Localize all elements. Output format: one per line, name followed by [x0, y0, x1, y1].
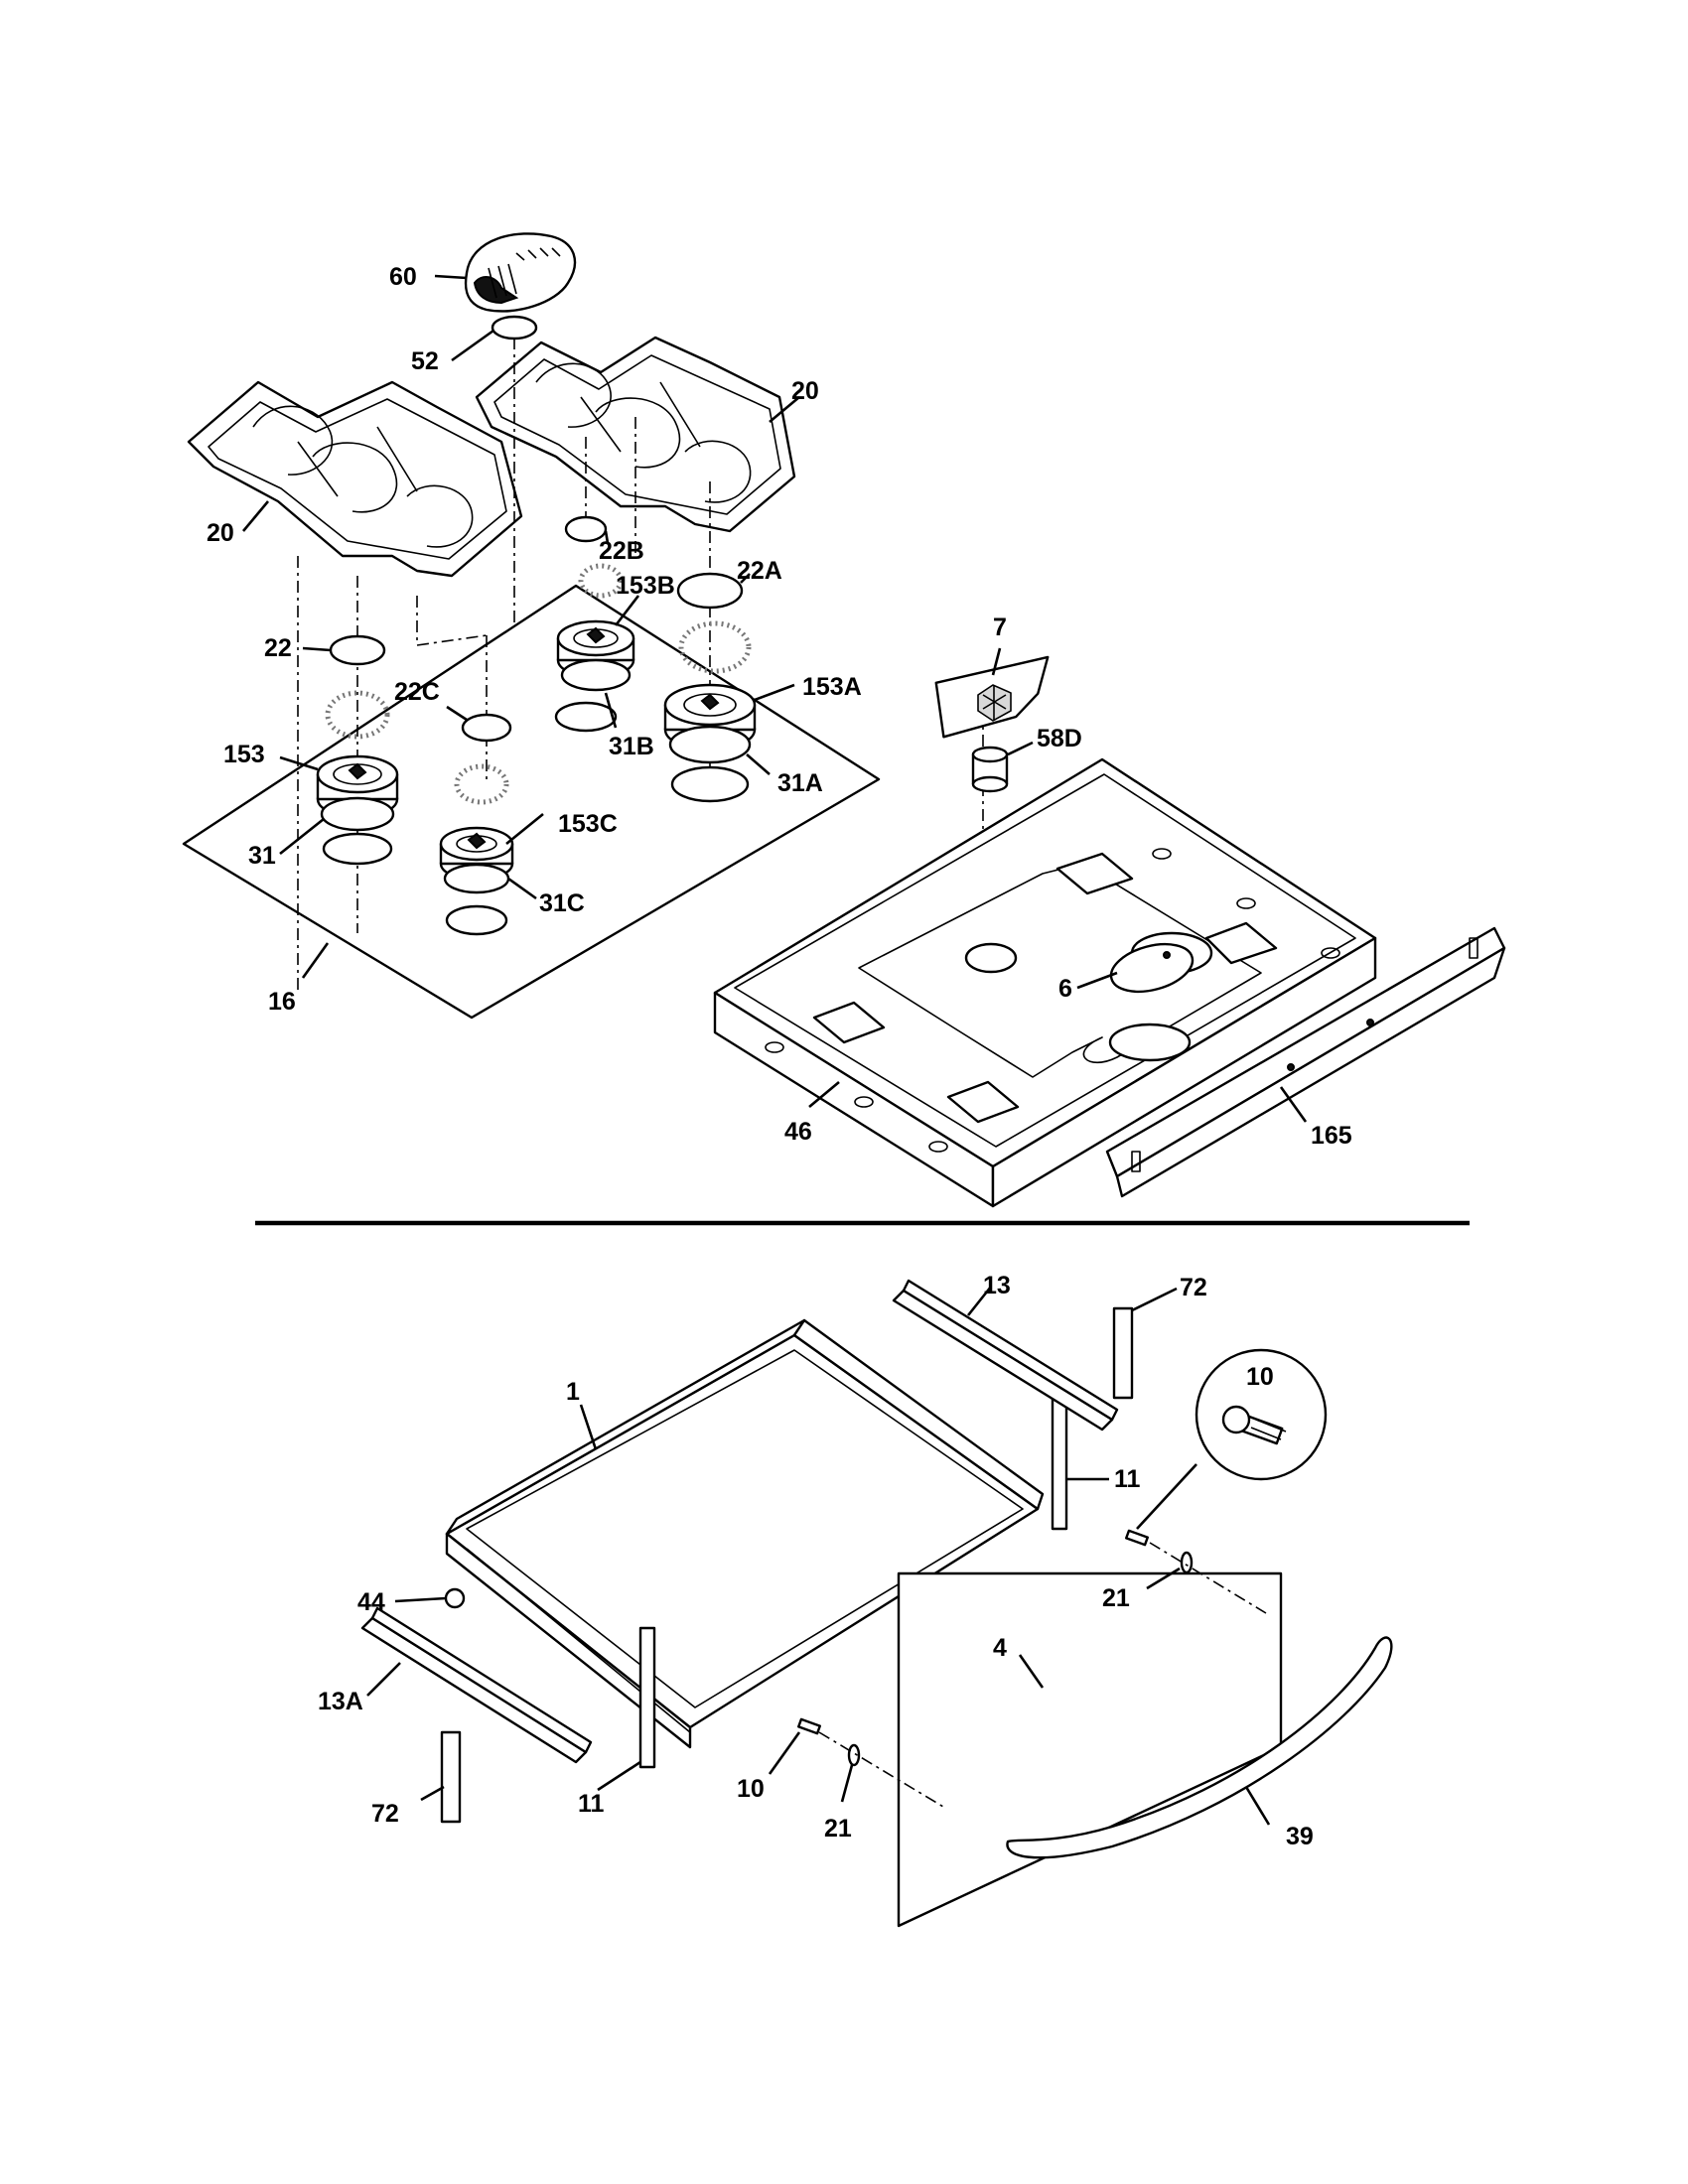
burner-153 [316, 754, 399, 832]
bracket-72-top [1112, 1306, 1134, 1400]
drawer-front [897, 1571, 1283, 1928]
burner-153A [663, 683, 757, 764]
hardware-guides [818, 1542, 1267, 1808]
spark-module-bracket-7 [934, 655, 1050, 739]
callout-1: 1 [566, 1378, 580, 1406]
burner-cap-22 [329, 634, 386, 666]
leader-lines [242, 274, 1308, 1826]
callout-44: 44 [357, 1588, 385, 1616]
roller-44 [444, 1587, 466, 1609]
callout-153B: 153B [616, 572, 675, 600]
gasket-31B [554, 701, 618, 733]
gasket-31C [445, 904, 508, 936]
callout-31C: 31C [539, 889, 585, 917]
burner-heads-dotted [325, 563, 752, 805]
grate-left [187, 380, 523, 578]
callout-60: 60 [389, 263, 417, 291]
callout-13A: 13A [318, 1688, 363, 1715]
bracket-11-right [1051, 1388, 1068, 1531]
callout-20-left: 20 [207, 519, 234, 547]
callout-11-bottom: 11 [578, 1790, 605, 1818]
callout-10: 10 [737, 1775, 765, 1803]
gasket-31A [670, 765, 750, 803]
callout-153C: 153C [558, 810, 618, 838]
callout-11-right: 11 [1114, 1465, 1141, 1493]
bushing-58D [971, 746, 1009, 793]
slide-rail-13 [892, 1279, 1119, 1432]
gasket-31 [322, 832, 393, 866]
callout-58D: 58D [1037, 725, 1082, 752]
bracket-11-bottom [638, 1626, 656, 1769]
knob-cap [464, 232, 577, 313]
burner-153B [556, 619, 635, 692]
side-rail-165 [1105, 926, 1506, 1198]
callout-46: 46 [784, 1118, 812, 1146]
callout-39: 39 [1286, 1823, 1314, 1850]
burner-cap-22B [564, 515, 608, 543]
slide-rail-13A [360, 1606, 593, 1764]
burner-153C [439, 826, 514, 894]
callout-31B: 31B [609, 733, 654, 760]
callout-31: 31 [248, 842, 276, 870]
callout-153: 153 [223, 741, 265, 768]
callout-16: 16 [268, 988, 296, 1016]
bolt-detail-10 [1195, 1348, 1328, 1481]
callout-21-bottom: 21 [824, 1815, 852, 1843]
drawer-handle [1006, 1636, 1393, 1859]
callout-7: 7 [993, 614, 1007, 641]
callout-22A: 22A [737, 557, 782, 585]
washer-21 [847, 1551, 1194, 1767]
callout-21-right: 21 [1102, 1584, 1130, 1612]
cooktop-pan [713, 757, 1377, 1208]
callout-72-top: 72 [1180, 1274, 1207, 1301]
burner-cap-22C [461, 713, 512, 743]
callout-22C: 22C [394, 678, 440, 706]
callout-22B: 22B [599, 537, 644, 565]
burner-cap-22A [676, 572, 744, 610]
callout-22: 22 [264, 634, 292, 662]
callout-labels: 60 52 20 20 22 22B 22A 22C 153 153A 153B… [207, 263, 1352, 1850]
callout-13: 13 [983, 1272, 1011, 1299]
callout-20-right: 20 [791, 377, 819, 405]
callout-31A: 31A [777, 769, 823, 797]
cover-plate-6 [1109, 942, 1195, 994]
callout-165: 165 [1311, 1122, 1352, 1150]
bracket-72-bottom [440, 1730, 462, 1824]
callout-72-bottom: 72 [371, 1800, 399, 1828]
callout-10-detail: 10 [1246, 1363, 1274, 1391]
callout-4: 4 [993, 1634, 1007, 1662]
drawer-body [445, 1318, 1045, 1749]
callout-6: 6 [1058, 975, 1072, 1003]
callout-153A: 153A [802, 673, 862, 701]
screw-10 [797, 1529, 1149, 1735]
callout-52: 52 [411, 347, 439, 375]
spacer-disc [491, 315, 538, 341]
